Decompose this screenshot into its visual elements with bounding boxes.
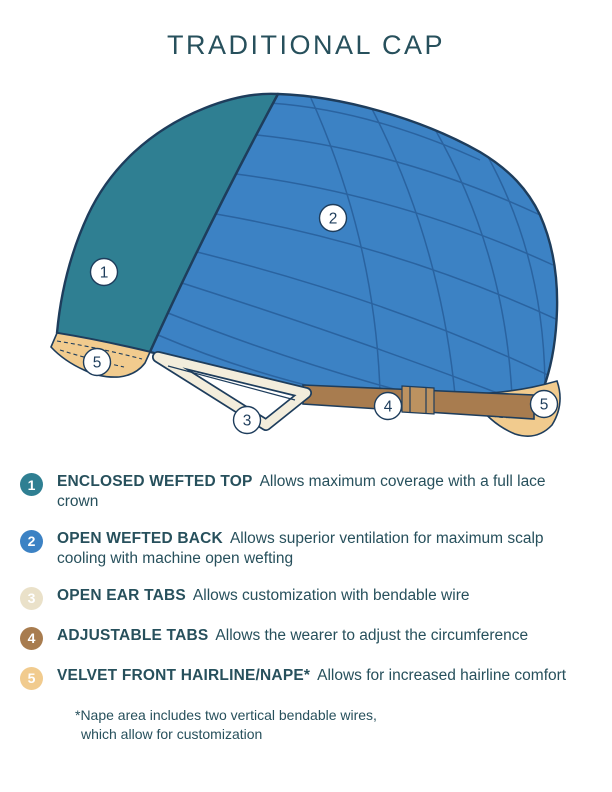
legend-text: VELVET FRONT HAIRLINE/NAPE* Allows for in… bbox=[57, 666, 566, 686]
legend-term: VELVET FRONT HAIRLINE/NAPE* bbox=[57, 666, 311, 684]
legend-badge-2: 2 bbox=[20, 529, 43, 553]
legend-badge-3: 3 bbox=[20, 586, 43, 610]
callout-open-wefted-back: 2 bbox=[318, 203, 348, 233]
legend-term: ADJUSTABLE TABS bbox=[57, 626, 209, 644]
callout-enclosed-wefted-top: 1 bbox=[89, 257, 119, 287]
callout-adjustable-tabs: 4 bbox=[373, 391, 403, 421]
legend-item-open-ear-tabs: 3 OPEN EAR TABS Allows customization with… bbox=[20, 586, 598, 610]
legend-desc: Allows customization with bendable wire bbox=[192, 586, 470, 604]
callout-number: 1 bbox=[100, 265, 109, 282]
callout-velvet-nape: 5 bbox=[529, 389, 559, 419]
legend-desc: Allows the wearer to adjust the circumfe… bbox=[215, 626, 529, 644]
callout-number: 3 bbox=[243, 413, 252, 430]
legend-term: OPEN WEFTED BACK bbox=[57, 529, 223, 547]
callout-number: 5 bbox=[540, 397, 549, 414]
cap-diagram: 1 2 3 4 5 5 bbox=[50, 92, 561, 437]
adjustable-strap bbox=[302, 384, 535, 420]
legend-text: OPEN EAR TABS Allows customization with b… bbox=[57, 586, 469, 606]
legend-badge-1: 1 bbox=[20, 473, 43, 496]
callout-number: 4 bbox=[384, 399, 393, 416]
ear-tab bbox=[152, 351, 312, 431]
legend-item-velvet-front-hairline-nape: 5 VELVET FRONT HAIRLINE/NAPE* Allows for … bbox=[20, 666, 598, 690]
weft-lines bbox=[157, 95, 558, 396]
legend-term: OPEN EAR TABS bbox=[57, 586, 186, 604]
legend-term: ENCLOSED WEFTED TOP bbox=[57, 473, 253, 490]
callout-number: 2 bbox=[329, 211, 338, 228]
legend-desc: Allows maximum coverage with a full lace… bbox=[57, 473, 546, 511]
footnote-line-2: which allow for customization bbox=[81, 726, 263, 743]
callout-open-ear-tabs: 3 bbox=[232, 405, 262, 435]
legend-text: ADJUSTABLE TABS Allows the wearer to adju… bbox=[57, 626, 528, 646]
callout-velvet-front-hairline: 5 bbox=[82, 347, 112, 377]
callout-number: 5 bbox=[93, 355, 102, 372]
legend-desc: Allows superior ventilation for maximum … bbox=[57, 529, 544, 568]
cap-back-panel bbox=[148, 92, 559, 397]
legend-badge-5: 5 bbox=[20, 666, 43, 690]
nape-footnote: *Nape area includes two vertical bendabl… bbox=[75, 706, 598, 745]
legend-desc: Allows for increased hairline comfort bbox=[317, 666, 567, 684]
footnote-line-1: *Nape area includes two vertical bendabl… bbox=[75, 706, 377, 723]
page-title: TRADITIONAL CAP bbox=[166, 30, 446, 60]
legend-item-adjustable-tabs: 4 ADJUSTABLE TABS Allows the wearer to ad… bbox=[20, 626, 598, 650]
legend-badge-4: 4 bbox=[20, 626, 43, 650]
